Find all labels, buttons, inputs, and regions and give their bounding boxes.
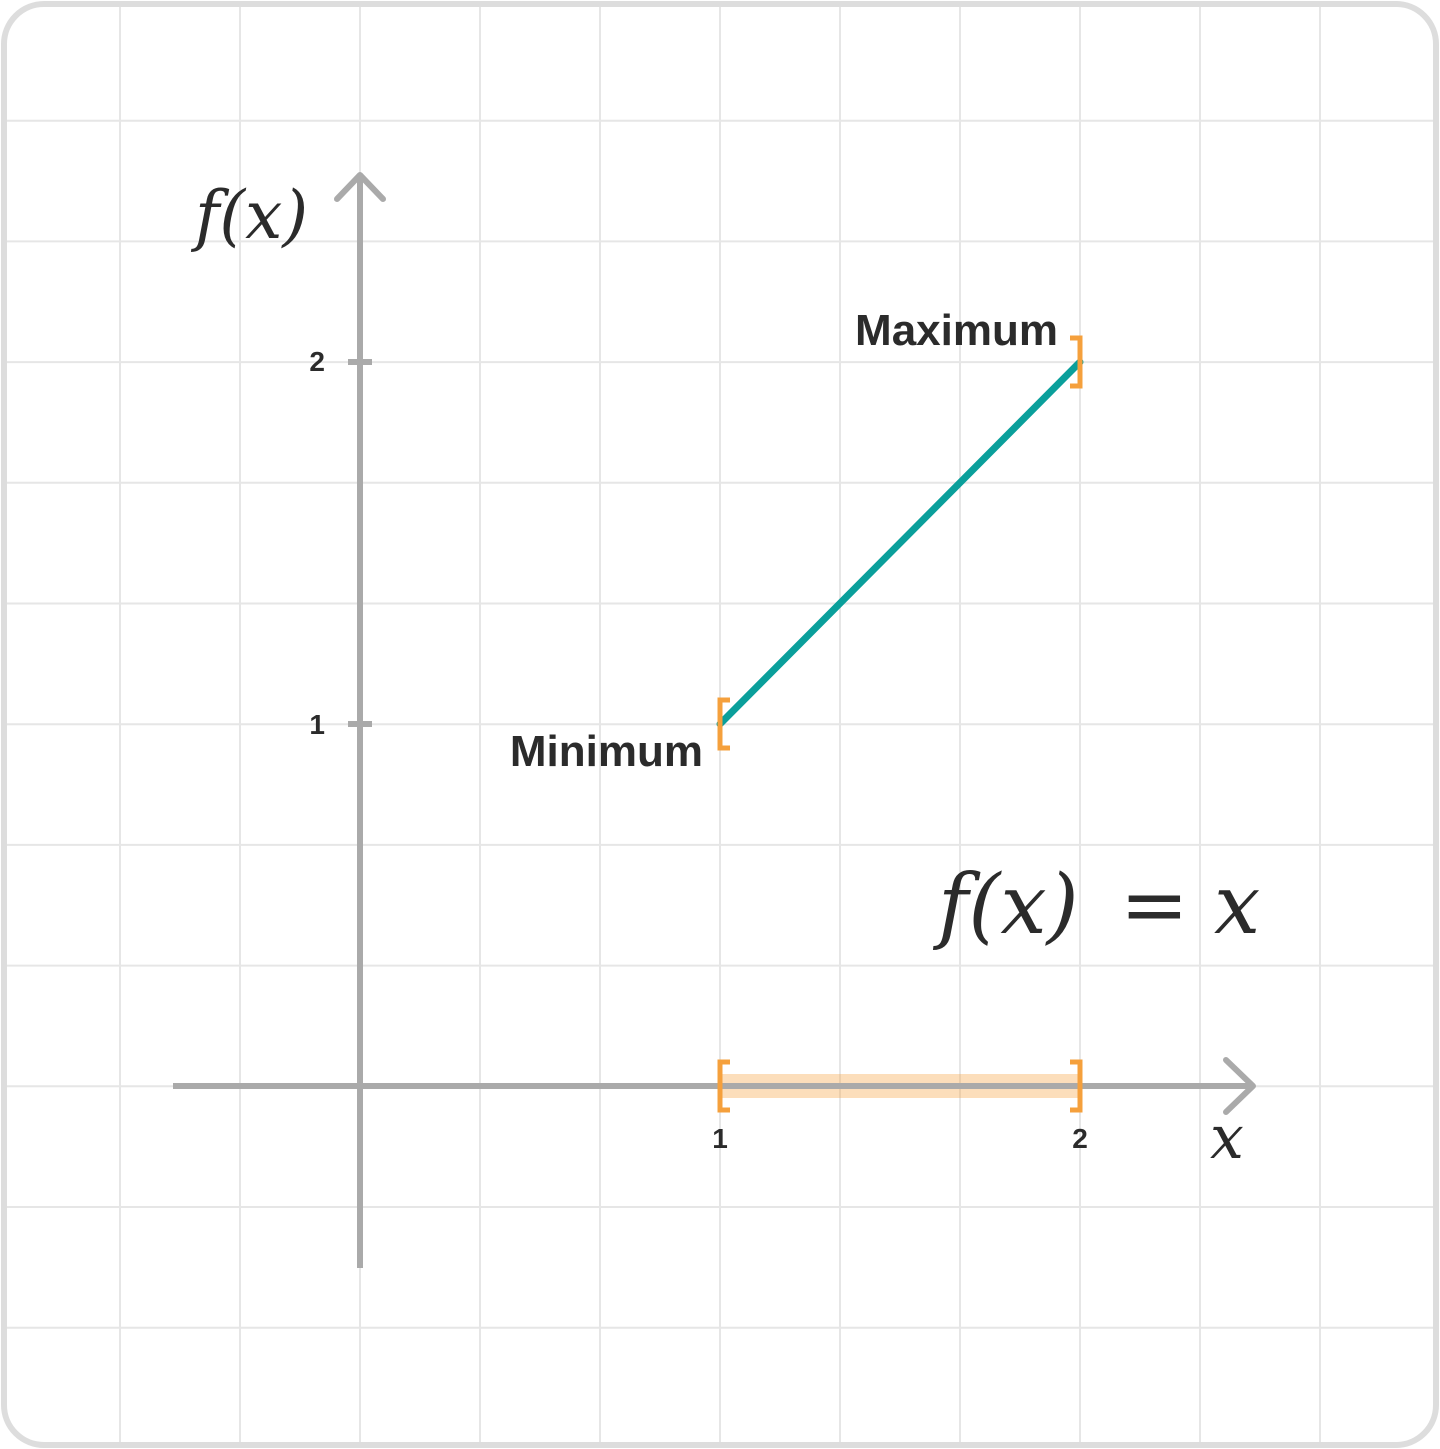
x-axis-label: x (1210, 1103, 1244, 1173)
equation: f(x) = x (932, 858, 1260, 953)
y-tick-label-2: 2 (309, 346, 325, 377)
maximum-label: Maximum (855, 306, 1058, 355)
series-group (716, 358, 1084, 728)
y-axis-arrow (334, 172, 386, 202)
minimum-label: Minimum (510, 727, 703, 776)
minimum-bracket (717, 697, 730, 751)
brackets (717, 335, 1083, 1113)
interval-end-bracket (1070, 1059, 1083, 1113)
axes (173, 172, 1256, 1268)
maximum-bracket (1070, 335, 1083, 389)
equation-equals: = (1120, 858, 1189, 953)
x-tick-label-1: 1 (712, 1123, 728, 1154)
y-axis-label: f(x) (190, 177, 308, 254)
series-line (716, 358, 1084, 728)
x-tick-label-2: 2 (1072, 1123, 1088, 1154)
x-axis-arrow (1223, 1057, 1256, 1115)
equation-rhs: x (1214, 858, 1260, 953)
equation-lhs: f(x) (932, 858, 1079, 953)
y-tick-label-1: 1 (309, 709, 325, 740)
interval-start-bracket (717, 1059, 730, 1113)
